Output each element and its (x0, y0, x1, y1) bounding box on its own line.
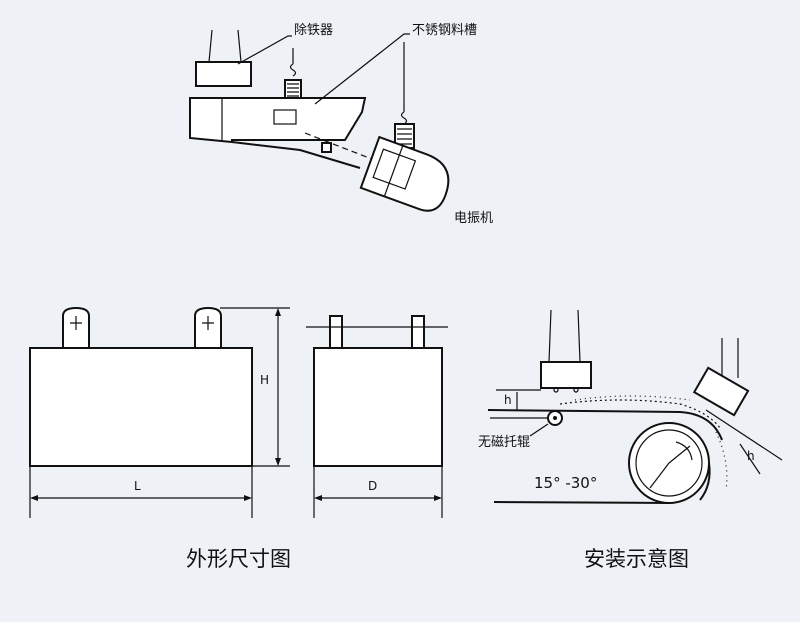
dimension-gap-overhead: h (504, 393, 512, 407)
dimension-height: H (260, 373, 269, 387)
vibrator (359, 135, 450, 212)
separator-block (195, 61, 252, 87)
label-angle-range: 15° -30° (534, 474, 597, 492)
separator-body-side (313, 347, 443, 467)
top-assembly: 除铁器 不锈钢料槽 电振机 (189, 23, 493, 226)
label-stainless-trough: 不锈钢料槽 (412, 23, 477, 38)
caption-outline: 外形尺寸图 (186, 547, 291, 571)
separator-body-front (29, 347, 253, 467)
dimension-depth: D (368, 479, 377, 493)
outline-front-view: H L (29, 306, 290, 518)
outline-side-view: D (306, 315, 448, 518)
dimension-length: L (134, 479, 141, 493)
label-magnetic-separator: 除铁器 (294, 23, 333, 38)
dimension-gap-inclined: h (747, 449, 755, 463)
label-nonmagnetic-roller: 无磁托辊 (478, 435, 530, 450)
label-vibrator: 电振机 (454, 211, 493, 226)
overhead-separator (540, 361, 592, 389)
inclined-separator (692, 366, 750, 417)
stainless-trough (189, 97, 367, 144)
installation-diagram: h 无磁托辊 15° -30° h (478, 309, 783, 504)
caption-installation: 安装示意图 (584, 547, 689, 571)
